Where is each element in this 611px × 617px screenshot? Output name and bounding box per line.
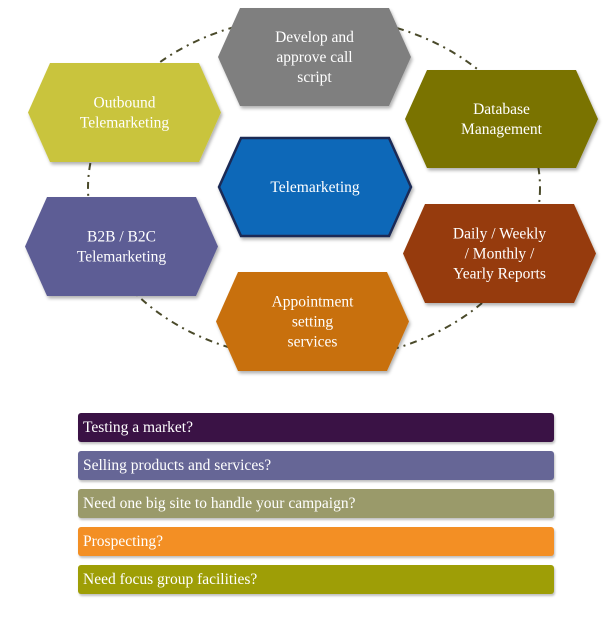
- hexagon-label-call-script: Develop and: [275, 29, 354, 46]
- question-bar-testing-market: Testing a market?: [78, 413, 554, 442]
- hexagon-label-outbound: Telemarketing: [80, 115, 170, 132]
- hexagon-label-b2b-b2c: Telemarketing: [77, 249, 167, 266]
- hexagon-label-b2b-b2c: B2B / B2C: [87, 229, 156, 246]
- connector-ring: [87, 15, 541, 361]
- hexagon-shape-b2b-b2c: [25, 197, 218, 296]
- hexagon-label-reports: Daily / Weekly: [453, 226, 546, 243]
- hexagon-shape-outbound: [28, 63, 221, 162]
- hexagon-appointment: Appointment setting services: [216, 272, 409, 371]
- question-bar-big-site: Need one big site to handle your campaig…: [78, 489, 554, 518]
- hexagon-reports: Daily / Weekly / Monthly / Yearly Reports: [403, 204, 596, 303]
- hexagon-center: Telemarketing: [217, 136, 413, 238]
- hexagon-label-call-script: script: [297, 69, 332, 86]
- question-bar-focus-group: Need focus group facilities?: [78, 565, 554, 594]
- hexagon-label-call-script: approve call: [276, 49, 352, 66]
- question-bar-selling-products: Selling products and services?: [78, 451, 554, 480]
- hexagon-label-center: Telemarketing: [270, 179, 360, 196]
- question-bar-prospecting: Prospecting?: [78, 527, 554, 556]
- hexagon-label-database: Management: [461, 121, 543, 138]
- hexagon-label-appointment: services: [288, 334, 338, 351]
- hexagon-label-outbound: Outbound: [94, 95, 156, 112]
- hexagon-label-appointment: setting: [292, 314, 334, 331]
- hexagon-shape-call-script: [218, 8, 411, 106]
- hexagon-label-database: Database: [473, 101, 530, 118]
- hexagon-shape-reports: [403, 204, 596, 303]
- hexagon-label-appointment: Appointment: [272, 294, 354, 311]
- hexagon-shape-database: [405, 70, 598, 168]
- hexagon-shape-appointment: [216, 272, 409, 371]
- hexagon-label-reports: / Monthly /: [465, 246, 535, 263]
- hexagon-call-script: Develop and approve call script: [218, 8, 411, 106]
- hexagon-shape-center: [217, 136, 413, 238]
- hexagon-b2b-b2c: B2B / B2C Telemarketing: [25, 197, 218, 296]
- hexagon-label-reports: Yearly Reports: [453, 266, 546, 283]
